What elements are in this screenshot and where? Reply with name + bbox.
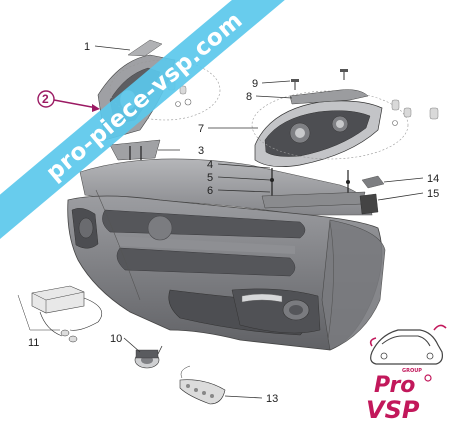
watermark-text: pro-piece-vsp.com	[41, 7, 247, 186]
fasteners-4-5-6	[261, 168, 366, 209]
logo-line-vsp: VSP	[366, 396, 420, 424]
logo-line-pro: Pro	[374, 373, 415, 398]
callout-14: 14	[427, 173, 439, 185]
front-bumper	[67, 158, 386, 351]
callout-7: 7	[198, 123, 204, 135]
upper-bracket-part	[127, 39, 163, 57]
callout-8: 8	[246, 91, 252, 103]
callout-3: 3	[198, 145, 204, 157]
callout-11: 11	[28, 337, 39, 349]
fog-lamp-part-10	[134, 345, 163, 369]
logo-group-label: GROUP	[402, 368, 422, 374]
headlight-upper-bracket	[289, 89, 369, 105]
callout-2: 2	[42, 92, 49, 106]
callout-lines	[94, 45, 424, 399]
side-clip-14-15	[359, 175, 385, 215]
drl-strip-part-13	[179, 365, 226, 405]
fog-lamp-kit	[17, 285, 102, 343]
callout-13: 13	[266, 393, 278, 405]
screw-part-9	[291, 69, 348, 90]
callout-10: 10	[110, 333, 122, 345]
right-bulbs	[391, 99, 439, 126]
callout-6: 6	[207, 185, 213, 197]
left-mounting-bracket	[109, 139, 161, 161]
callout-4: 4	[207, 159, 213, 171]
callout-2-arrow	[37, 90, 100, 112]
callout-5: 5	[207, 172, 213, 184]
callout-9: 9	[252, 78, 258, 90]
provsp-logo: GROUP Pro VSP	[366, 324, 447, 424]
right-headlight	[254, 100, 383, 167]
callout-15: 15	[427, 188, 439, 200]
callout-1: 1	[84, 41, 90, 53]
